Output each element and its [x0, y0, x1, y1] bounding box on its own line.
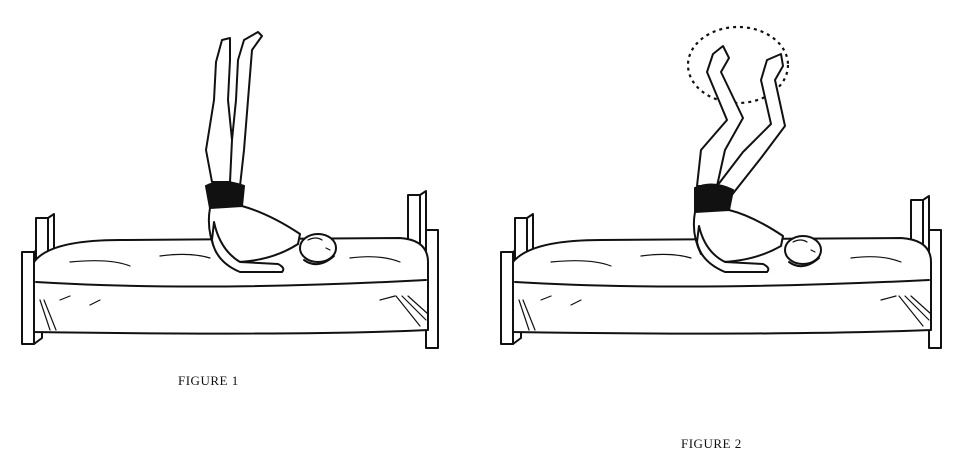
circular-motion-indicator	[686, 25, 790, 105]
figure-2: FIGURE 2	[481, 0, 962, 472]
figure-2-illustration	[500, 25, 942, 349]
figure-1-illustration	[21, 31, 439, 349]
mattress	[512, 237, 932, 335]
person-shoulder-stand	[204, 31, 337, 273]
mattress	[33, 237, 429, 335]
figure-2-caption: FIGURE 2	[681, 436, 742, 451]
figure-1: FIGURE 1	[21, 31, 439, 388]
figure-1-caption: FIGURE 1	[178, 373, 239, 388]
person-cycling-legs	[692, 45, 822, 273]
